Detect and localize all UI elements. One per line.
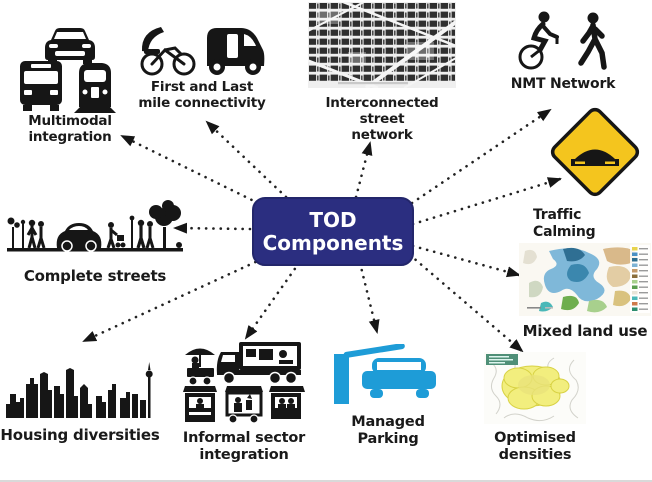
arrow-to-optimised-densities: [408, 253, 524, 353]
cycle-rickshaw-icon: [140, 27, 196, 76]
pedestrian-icon: [578, 12, 607, 70]
center-title-line2: Components: [262, 230, 404, 255]
cyclist-icon: [518, 11, 559, 70]
speed-bump-sign-icon: [550, 107, 639, 197]
label-managed-parking: Managed Parking: [351, 414, 425, 448]
component-informal-sector: Informal sector integration: [180, 340, 308, 464]
component-mixed-land-use: Mixed land use: [518, 243, 652, 341]
arrow-to-managed-parking: [358, 261, 380, 334]
city-skyline-icon: [6, 362, 153, 418]
component-traffic-calming: [546, 104, 643, 204]
label-traffic-calming: Traffic Calming: [533, 207, 596, 240]
center-title-line1: TOD: [309, 207, 357, 232]
arrow-to-informal-sector: [244, 261, 301, 340]
center-node-tod-components: TOD Components: [252, 197, 414, 266]
component-complete-streets: Complete streets: [5, 197, 185, 286]
car-icon: [45, 28, 95, 64]
arrow-to-mixed-land-use: [411, 244, 521, 278]
street-network-map: [305, 0, 458, 90]
bus-icon: [20, 61, 62, 111]
component-nmt-network: NMT Network: [498, 10, 628, 93]
component-street-network: Interconnected street network: [303, 0, 461, 144]
label-first-last-mile: First and Last mile connectivity: [138, 79, 266, 111]
label-optimised-densities: Optimised densities: [494, 430, 576, 464]
component-managed-parking: Managed Parking: [332, 343, 444, 448]
arrow-to-complete-streets: [173, 222, 252, 234]
label-street-network: Interconnected street network: [325, 95, 439, 143]
arrow-to-street-network: [354, 141, 373, 199]
street-cross-section-icon: [7, 200, 183, 252]
component-housing-diversities: Housing diversities: [0, 360, 160, 445]
metro-train-icon: [74, 63, 116, 113]
label-complete-streets: Complete streets: [23, 267, 167, 285]
label-housing-diversities: Housing diversities: [0, 426, 160, 444]
parking-barrier-car-icon: [334, 343, 436, 404]
arrow-to-multimodal-integration: [120, 134, 260, 205]
auto-rickshaw-icon: [207, 28, 265, 75]
land-use-map: [519, 243, 651, 316]
component-multimodal-integration: Multimodal integration: [10, 26, 130, 146]
label-nmt-network: NMT Network: [510, 76, 616, 92]
component-first-last-mile: First and Last mile connectivity: [128, 24, 276, 112]
label-informal-sector: Informal sector integration: [182, 430, 306, 464]
vendor-cart-icon food-truck-icon market-stalls-icon: [183, 342, 305, 424]
arrow-to-first-last-mile: [205, 120, 288, 199]
label-mixed-land-use: Mixed land use: [522, 322, 648, 340]
label-multimodal-integration: Multimodal integration: [28, 113, 112, 145]
component-optimised-densities: Optimised densities: [480, 352, 590, 464]
density-map: [484, 352, 586, 424]
arrow-to-nmt-network: [410, 108, 552, 205]
